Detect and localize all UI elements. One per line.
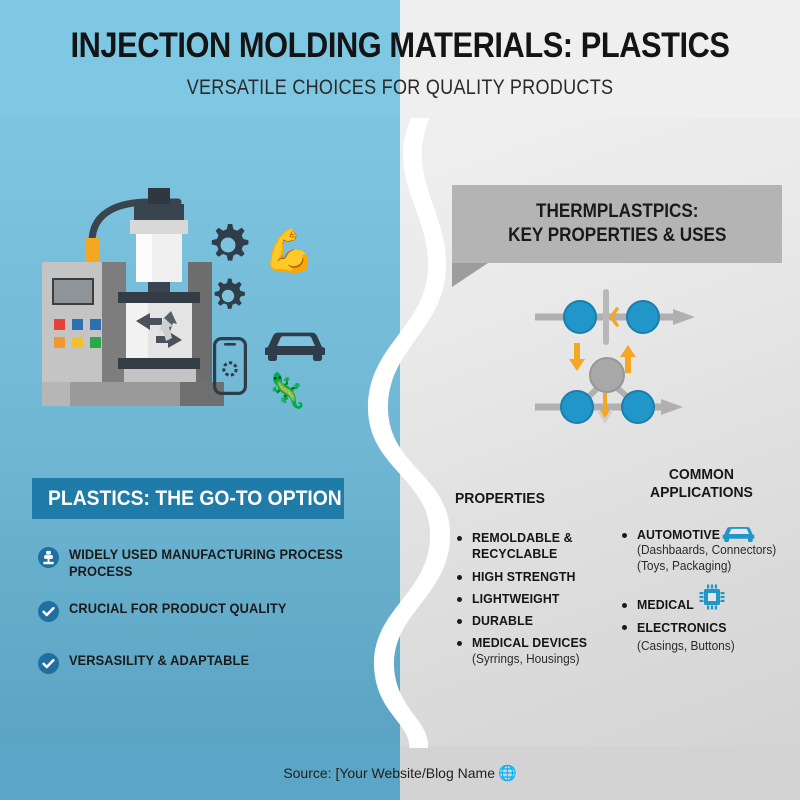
property-item: DURABLE <box>455 613 600 629</box>
gear-small-icon <box>214 278 245 309</box>
wavy-divider <box>367 118 451 748</box>
property-label: HIGH STRENGTH <box>472 568 576 584</box>
property-label: LIGHTWEIGHT <box>472 590 560 606</box>
thermoplastics-header-line1: THERMPLASTPICS: <box>535 201 699 223</box>
property-item: LIGHTWEIGHT <box>455 591 600 607</box>
chameleon-icon: 🦎 <box>265 372 308 410</box>
left-feature-label-0: WIDELY USED MANUFACTURING PROCESS PROCES… <box>69 547 343 580</box>
property-item: HIGH STRENGTH <box>455 569 600 585</box>
car-icon <box>265 332 325 361</box>
property-item: REMOLDABLE & RECYCLABLE <box>455 530 600 563</box>
property-item: MEDICAL DEVICES (Syrrings, Housings) <box>455 635 600 667</box>
left-feature-item-1: CRUCIAL FOR PRODUCT QUALITY <box>38 600 368 622</box>
car-icon <box>722 526 755 542</box>
application-item: MEDICAL <box>620 584 795 613</box>
left-feature-label-1: CRUCIAL FOR PRODUCT QUALITY <box>69 601 287 616</box>
page-title: INJECTION MOLDING MATERIALS: PLASTICS <box>70 26 730 65</box>
applications-heading: COMMON APPLICATIONS <box>650 466 753 503</box>
property-label: MEDICAL DEVICES <box>472 635 588 651</box>
application-label: AUTOMOTIVE <box>637 527 721 542</box>
check-circle-icon <box>38 653 59 674</box>
right-panel-background <box>400 0 800 800</box>
plastics-banner-label: PLASTICS: THE GO-TO OPTION <box>48 486 342 510</box>
footer-background-left <box>0 746 400 800</box>
smartphone-icon <box>213 337 247 395</box>
application-label-row: ELECTRONICS (Casings, Buttons) <box>637 619 795 655</box>
header-background-right <box>400 0 800 118</box>
applications-heading-line1: COMMON <box>668 466 734 483</box>
application-item: AUTOMOTIVE (Dashbaards, Connectors) (Toy… <box>620 526 795 575</box>
application-sublabel-2: (Toys, Packaging) <box>637 558 732 573</box>
properties-list: REMOLDABLE & RECYCLABLE HIGH STRENGTH LI… <box>455 530 600 673</box>
source-credit: Source: [Your Website/Blog Name🌐 <box>0 764 800 782</box>
check-circle-icon <box>38 601 59 622</box>
injection-molding-machine-illustration <box>42 188 224 406</box>
globe-icon: 🌐 <box>497 765 517 782</box>
application-sublabel: (Casings, Buttons) <box>637 638 735 653</box>
applications-heading-line2: APPLICATIONS <box>650 484 753 502</box>
thermoplastics-header-banner: THERMPLASTPICS: KEY PROPERTIES & USES <box>452 185 782 263</box>
source-text: Source: [Your Website/Blog Name <box>283 765 495 781</box>
left-feature-item-0: WIDELY USED MANUFACTURING PROCESS PROCES… <box>38 546 368 581</box>
gear-large-icon <box>211 224 249 261</box>
banner-tail <box>452 263 488 287</box>
microchip-icon <box>699 584 725 609</box>
thermoplastics-header-line2: KEY PROPERTIES & USES <box>507 225 727 246</box>
footer-background-right <box>400 746 800 800</box>
header-background-left <box>0 0 400 118</box>
applications-list: AUTOMOTIVE (Dashbaards, Connectors) (Toy… <box>620 526 795 661</box>
application-sublabel: (Dashbaards, Connectors) <box>637 543 777 558</box>
plastics-banner: PLASTICS: THE GO-TO OPTION <box>32 478 344 519</box>
property-label: REMOLDABLE & RECYCLABLE <box>472 530 573 562</box>
left-feature-label-2: VERSASILITY & ADAPTABLE <box>69 653 250 668</box>
application-label: MEDICAL <box>637 596 694 612</box>
feature-icon-cluster: 💪 🦎 <box>205 222 335 408</box>
application-label: ELECTRONICS <box>637 619 727 635</box>
left-feature-item-2: VERSASILITY & ADAPTABLE <box>38 652 368 674</box>
page-subtitle: VERSATILE CHOICES FOR QUALITY PRODUCTS <box>186 76 614 99</box>
machine-press-icon <box>38 547 59 568</box>
application-item: ELECTRONICS (Casings, Buttons) <box>620 619 795 655</box>
properties-heading: PROPERTIES <box>455 490 545 507</box>
property-sublabel: (Syrrings, Housings) <box>472 651 580 666</box>
property-label: DURABLE <box>472 613 534 628</box>
polymer-chain-diagram <box>535 289 695 424</box>
bicep-strength-icon: 💪 <box>263 227 316 274</box>
